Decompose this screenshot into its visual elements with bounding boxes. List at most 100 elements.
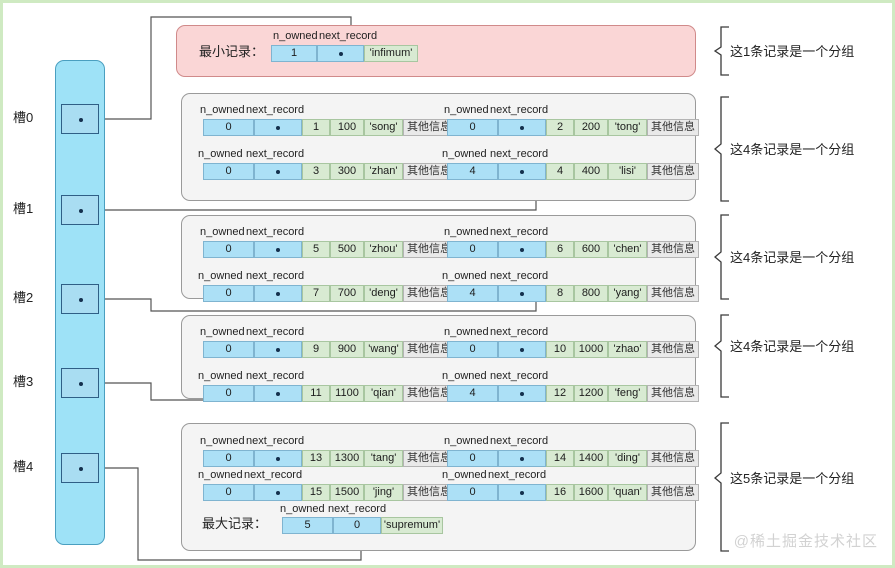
record-row[interactable]: 0 10 1000 'zhao' 其他信息 xyxy=(447,341,699,358)
record-row[interactable]: 4 4 400 'lisi' 其他信息 xyxy=(447,163,699,180)
pointer-dot-icon xyxy=(79,382,83,386)
record-row[interactable]: 0 1 100 'song' 其他信息 xyxy=(203,119,455,136)
group-note-1: 这4条记录是一个分组 xyxy=(730,142,855,157)
cell-other-info: 其他信息 xyxy=(403,450,455,467)
header-n-owned: n_owned xyxy=(198,469,243,481)
record-supremum[interactable]: 5 0 'supremum' xyxy=(282,517,443,534)
cell-n-owned: 4 xyxy=(447,285,498,302)
record-row[interactable]: 0 7 700 'deng' 其他信息 xyxy=(203,285,455,302)
header-next-record: next_record xyxy=(490,226,549,238)
cell-id: 16 xyxy=(546,484,574,501)
record-group-2: n_owned next_record 0 5 500 'zhou' 其他信息 … xyxy=(181,215,699,302)
cell-next-record xyxy=(498,285,546,302)
record-row[interactable]: 0 14 1400 'ding' 其他信息 xyxy=(447,450,699,467)
record-row[interactable]: 0 5 500 'zhou' 其他信息 xyxy=(203,241,455,258)
cell-name: 'infimum' xyxy=(364,45,418,62)
watermark: @稀土掘金技术社区 xyxy=(733,533,878,550)
header-n-owned: n_owned xyxy=(444,435,489,447)
slot-pointer-2[interactable] xyxy=(61,284,99,314)
pointer-dot-icon xyxy=(276,456,280,461)
cell-number: 100 xyxy=(330,119,364,136)
pointer-dot-icon xyxy=(520,490,524,495)
slot-pointer-1[interactable] xyxy=(61,195,99,225)
cell-other-info: 其他信息 xyxy=(647,241,699,258)
record-row[interactable]: 0 16 1600 'quan' 其他信息 xyxy=(447,484,699,501)
cell-next-record xyxy=(254,450,302,467)
pointer-dot-icon xyxy=(520,247,524,252)
cell-next-record xyxy=(498,450,546,467)
cell-name: 'deng' xyxy=(364,285,403,302)
cell-id: 7 xyxy=(302,285,330,302)
header-next-record: next_record xyxy=(246,226,305,238)
cell-id: 11 xyxy=(302,385,330,402)
group-note-4: 这5条记录是一个分组 xyxy=(730,471,855,486)
header-n-owned: n_owned xyxy=(273,30,318,42)
record-row[interactable]: 4 8 800 'yang' 其他信息 xyxy=(447,285,699,302)
record-row[interactable]: 0 15 1500 'jing' 其他信息 xyxy=(203,484,455,501)
record-row[interactable]: 0 6 600 'chen' 其他信息 xyxy=(447,241,699,258)
header-n-owned: n_owned xyxy=(280,503,325,515)
record-row[interactable]: 0 13 1300 'tang' 其他信息 xyxy=(203,450,455,467)
cell-id: 13 xyxy=(302,450,330,467)
cell-id: 6 xyxy=(546,241,574,258)
header-n-owned: n_owned xyxy=(442,148,487,160)
cell-number: 1200 xyxy=(574,385,608,402)
cell-next-record xyxy=(498,484,546,501)
cell-next-record xyxy=(498,385,546,402)
record-row[interactable]: 0 2 200 'tong' 其他信息 xyxy=(447,119,699,136)
record-infimum[interactable]: 1 'infimum' xyxy=(271,45,418,62)
cell-next-record xyxy=(254,119,302,136)
max-record-label: 最大记录： xyxy=(202,516,268,531)
cell-next-record xyxy=(317,45,364,62)
header-n-owned: n_owned xyxy=(444,104,489,116)
pointer-dot-icon xyxy=(338,51,343,56)
min-record-label: 最小记录： xyxy=(199,44,265,59)
cell-n-owned: 0 xyxy=(203,163,254,180)
cell-number: 700 xyxy=(330,285,364,302)
slot-pointer-4[interactable] xyxy=(61,453,99,483)
pointer-dot-icon xyxy=(520,456,524,461)
slot-label-1: 槽1 xyxy=(13,201,34,216)
pointer-dot-icon xyxy=(276,347,280,352)
header-next-record: next_record xyxy=(246,370,305,382)
slot-pointer-3[interactable] xyxy=(61,368,99,398)
cell-name: 'qian' xyxy=(364,385,403,402)
cell-number: 500 xyxy=(330,241,364,258)
cell-id: 5 xyxy=(302,241,330,258)
pointer-dot-icon xyxy=(520,347,524,352)
cell-name: 'lisi' xyxy=(608,163,647,180)
cell-n-owned: 0 xyxy=(447,119,498,136)
cell-other-info: 其他信息 xyxy=(403,341,455,358)
header-next-record: next_record xyxy=(490,370,549,382)
cell-next-record xyxy=(254,385,302,402)
header-next-record: next_record xyxy=(490,270,549,282)
record-row[interactable]: 0 11 1100 'qian' 其他信息 xyxy=(203,385,455,402)
cell-id: 15 xyxy=(302,484,330,501)
cell-name: 'tong' xyxy=(608,119,647,136)
cell-other-info: 其他信息 xyxy=(647,450,699,467)
cell-number: 900 xyxy=(330,341,364,358)
header-next-record: next_record xyxy=(246,326,305,338)
cell-number: 400 xyxy=(574,163,608,180)
cell-next-record xyxy=(254,341,302,358)
cell-name: 'song' xyxy=(364,119,403,136)
header-next-record: next_record xyxy=(246,148,305,160)
record-row[interactable]: 0 9 900 'wang' 其他信息 xyxy=(203,341,455,358)
record-group-1: n_owned next_record 0 1 100 'song' 其他信息 … xyxy=(181,93,699,201)
record-group-4: n_owned next_record 0 13 1300 'tang' 其他信… xyxy=(181,423,699,551)
slot-label-0: 槽0 xyxy=(13,110,34,125)
header-n-owned: n_owned xyxy=(200,226,245,238)
record-row[interactable]: 4 12 1200 'feng' 其他信息 xyxy=(447,385,699,402)
cell-id: 2 xyxy=(546,119,574,136)
cell-number: 1000 xyxy=(574,341,608,358)
cell-next-record xyxy=(498,163,546,180)
pointer-dot-icon xyxy=(520,125,524,130)
record-row[interactable]: 0 3 300 'zhan' 其他信息 xyxy=(203,163,455,180)
slot-pointer-0[interactable] xyxy=(61,104,99,134)
cell-n-owned: 4 xyxy=(447,385,498,402)
cell-n-owned: 0 xyxy=(203,285,254,302)
pointer-dot-icon xyxy=(276,490,280,495)
cell-number: 1600 xyxy=(574,484,608,501)
pointer-dot-icon xyxy=(276,247,280,252)
